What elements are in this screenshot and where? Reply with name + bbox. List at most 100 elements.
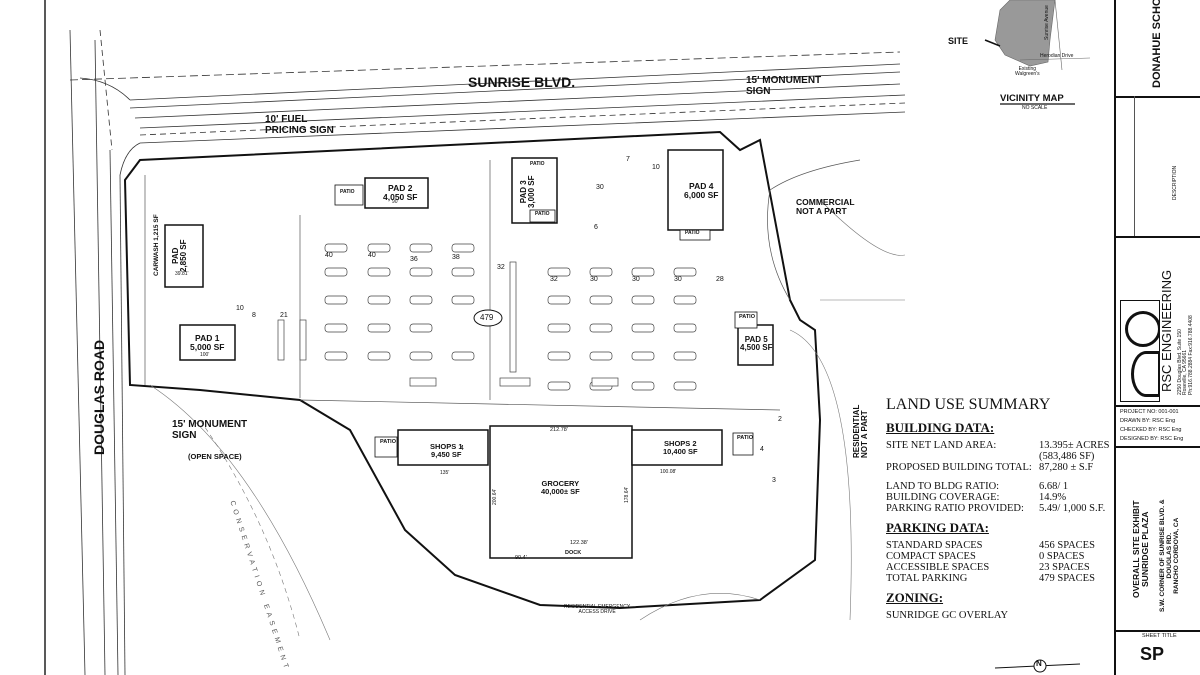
parking-count: 28 <box>716 276 724 283</box>
summary-title: LAND USE SUMMARY <box>886 396 1051 413</box>
pad-carwash-building <box>164 224 204 288</box>
parking-count: 2 <box>778 416 782 423</box>
patio-label: PATIO <box>530 161 545 167</box>
carwash-label: CARWASH 1,215 SF <box>153 214 160 276</box>
patio-label: PATIO <box>737 435 753 441</box>
summary-row: PROPOSED BUILDING TOTAL:87,280 ± S.F <box>886 462 1094 473</box>
pad-carwash-dim: 39.81' <box>175 271 189 277</box>
grocery-left-dim: 200.64' <box>492 488 498 505</box>
summary-row: PARKING RATIO PROVIDED:5.49/ 1,000 S.F. <box>886 503 1106 514</box>
parking-count: 30 <box>590 276 598 283</box>
summary-row: (583,486 SF) <box>1039 451 1095 462</box>
patio-label: PATIO <box>685 230 700 236</box>
vicinity-map <box>984 0 1091 105</box>
parking-count: 3 <box>772 477 776 484</box>
summary-row: SITE NET LAND AREA:13.395± ACRES <box>886 440 1110 451</box>
sheet-title-label: SHEET TITLE <box>1142 633 1177 639</box>
north-arrow <box>994 659 1081 673</box>
zoning-value: SUNRIDGE GC OVERLAY <box>886 610 1009 621</box>
grocery-dim-90: 90.4' <box>515 555 527 561</box>
firm-logo <box>1120 300 1160 402</box>
parking-count: 10 <box>236 305 244 312</box>
parking-count: 4 <box>760 446 764 453</box>
open-space-label: (OPEN SPACE) <box>188 452 242 461</box>
grocery-building <box>489 425 633 559</box>
shops2-building <box>631 429 723 466</box>
patio-label: PATIO <box>340 189 355 195</box>
building-data-heading: BUILDING DATA: <box>886 420 995 435</box>
summary-row: BUILDING COVERAGE:14.9% <box>886 492 1067 503</box>
parking-count: 32 <box>550 276 558 283</box>
pad2-dim: 90' <box>392 199 399 205</box>
parking-count: 30 <box>632 276 640 283</box>
description-header: DESCRIPTION <box>1172 165 1178 200</box>
vicinity-scale: NO SCALE <box>1022 105 1048 111</box>
parking-count: 40 <box>325 252 333 259</box>
sunrise-blvd-label: SUNRISE BLVD. <box>468 74 576 90</box>
title-block: DONAHUE SCHOOL DESCRIPTION RSC ENGINEERI… <box>1114 0 1200 675</box>
grocery-right-dim: 178.64' <box>624 486 630 503</box>
north-label: N <box>1036 659 1042 668</box>
firm-name: RSC ENGINEERING <box>1159 269 1174 392</box>
pad5-building <box>737 324 774 366</box>
summary-row: LAND TO BLDG RATIO:6.68/ 1 <box>886 481 1069 492</box>
pad4-building <box>667 149 724 231</box>
land-use-summary: LAND USE SUMMARY BUILDING DATA: SITE NET… <box>886 396 1111 621</box>
douglas-road <box>69 29 126 675</box>
grocery-dock: DOCK <box>565 550 582 556</box>
parking-count: 21 <box>280 312 288 319</box>
parking-count: 10 <box>652 164 660 171</box>
building-footprints <box>164 149 774 559</box>
vicinity-site-label: SITE <box>948 36 969 46</box>
parking-count: 32 <box>497 264 505 271</box>
vicinity-sunrise: Sunrise Avenue <box>1044 5 1050 40</box>
pad1-building <box>179 324 236 361</box>
sheet-location: S.W. CORNER OF SUNRISE BLVD. &DOUGLAS RD… <box>1159 499 1180 612</box>
patio-label: PATIO <box>380 439 396 445</box>
parking-count: 4 <box>460 445 464 452</box>
summary-row <box>886 473 1111 481</box>
grocery-top-dim: 212.78' <box>550 427 568 433</box>
pad2-building <box>364 177 429 209</box>
site-plan-drawing <box>44 0 1091 675</box>
grocery-bottom-dim: 122.38' <box>570 540 588 546</box>
zoning-heading: ZONING: <box>886 590 944 605</box>
sheet-number: SP <box>1140 644 1165 664</box>
parking-count: 30 <box>596 184 604 191</box>
sunrise-blvd-road <box>69 51 906 176</box>
parking-stalls <box>277 243 697 391</box>
vicinity-herodian: Herodian Drive <box>1040 53 1074 59</box>
vicinity-map-title: VICINITY MAP <box>1000 93 1064 104</box>
douglas-road-label: DOUGLAS ROAD <box>91 339 107 455</box>
parking-count: 6 <box>594 224 598 231</box>
patio-label: PATIO <box>535 211 550 217</box>
shops1-building <box>397 429 489 466</box>
site-boundary <box>123 130 822 610</box>
parking-count: 8 <box>252 312 256 319</box>
parking-count: 30 <box>674 276 682 283</box>
pad1-dim: 100' <box>200 352 210 358</box>
parking-count: 7 <box>626 156 630 163</box>
